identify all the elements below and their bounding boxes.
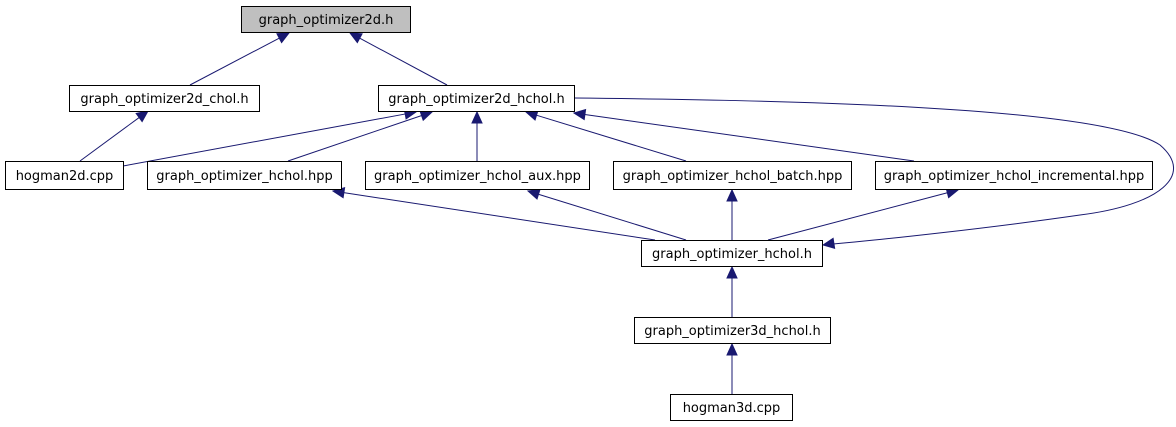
- node-label: graph_optimizer_hchol_aux.hpp: [374, 169, 581, 184]
- edge-n4-to-n2: [287, 110, 434, 162]
- node-box: [378, 85, 575, 112]
- edge-n8-to-n4: [331, 187, 656, 241]
- edge-n3-to-n2: [122, 108, 418, 167]
- node-n3[interactable]: hogman2d.cpp: [5, 161, 124, 190]
- node-box: [5, 161, 124, 190]
- node-box: [365, 161, 590, 190]
- edge-n5-to-n2: [471, 110, 483, 161]
- node-box: [875, 161, 1153, 190]
- edge-n6-to-n2: [524, 109, 687, 162]
- node-box: [69, 85, 260, 112]
- node-box: [634, 317, 831, 344]
- edge-n9-to-n8: [726, 265, 738, 317]
- edge-n8-to-n2: [573, 97, 1174, 249]
- node-box: [670, 394, 793, 421]
- edge-arrowhead: [726, 342, 738, 356]
- node-label: graph_optimizer2d_chol.h: [80, 92, 248, 107]
- edge-line: [342, 192, 656, 241]
- edge-n1-to-n0: [189, 32, 291, 86]
- edge-arrowhead: [726, 265, 738, 279]
- node-label: graph_optimizer2d.h: [259, 13, 394, 28]
- edge-line: [767, 192, 949, 241]
- edge-n8-to-n6: [726, 188, 738, 240]
- node-box: [241, 6, 411, 33]
- node-n5[interactable]: graph_optimizer_hchol_aux.hpp: [365, 161, 590, 190]
- edge-arrowhead: [348, 32, 363, 44]
- node-label: hogman2d.cpp: [16, 169, 114, 184]
- node-n7[interactable]: graph_optimizer_hchol_incremental.hpp: [875, 161, 1153, 190]
- edge-n7-to-n2: [572, 108, 915, 162]
- edge-line: [583, 113, 915, 162]
- edge-line: [122, 113, 407, 167]
- edge-n10-to-n9: [726, 342, 738, 394]
- edge-arrowhead: [821, 237, 836, 249]
- edge-line: [358, 37, 448, 86]
- node-n8[interactable]: graph_optimizer_hchol.h: [641, 240, 823, 267]
- edge-line: [189, 37, 281, 86]
- node-label: graph_optimizer3d_hchol.h: [644, 324, 821, 339]
- edge-line: [537, 193, 687, 241]
- edge-arrowhead: [572, 108, 587, 121]
- edge-arrowhead: [471, 110, 483, 124]
- node-n9[interactable]: graph_optimizer3d_hchol.h: [634, 317, 831, 344]
- edge-n8-to-n5: [526, 188, 687, 241]
- edge-n2-to-n0: [348, 32, 448, 86]
- edge-line: [573, 97, 1174, 246]
- node-box: [641, 240, 823, 267]
- node-n2[interactable]: graph_optimizer2d_hchol.h: [378, 85, 575, 112]
- nodes-layer: graph_optimizer2d.h graph_optimizer2d_cho…: [5, 6, 1153, 421]
- edge-n3-to-n1: [79, 110, 149, 162]
- node-n6[interactable]: graph_optimizer_hchol_batch.hpp: [613, 161, 852, 190]
- edge-arrowhead: [726, 188, 738, 202]
- node-label: graph_optimizer_hchol_batch.hpp: [623, 169, 843, 184]
- node-label: graph_optimizer_hchol.hpp: [156, 169, 332, 184]
- edge-arrowhead: [526, 188, 541, 200]
- edge-arrowhead: [419, 110, 434, 122]
- node-label: graph_optimizer2d_hchol.h: [388, 92, 565, 107]
- node-box: [147, 161, 342, 190]
- node-box: [613, 161, 852, 190]
- edge-line: [79, 116, 141, 162]
- node-label: hogman3d.cpp: [683, 401, 781, 416]
- node-n4[interactable]: graph_optimizer_hchol.hpp: [147, 161, 342, 190]
- edge-n8-to-n7: [767, 187, 960, 241]
- edges-layer: [79, 32, 1174, 394]
- node-label: graph_optimizer_hchol.h: [652, 247, 812, 262]
- node-n1[interactable]: graph_optimizer2d_chol.h: [69, 85, 260, 112]
- edge-line: [287, 114, 423, 162]
- edge-arrowhead: [135, 110, 149, 123]
- node-label: graph_optimizer_hchol_incremental.hpp: [884, 169, 1145, 184]
- node-n10[interactable]: hogman3d.cpp: [670, 394, 793, 421]
- node-n0[interactable]: graph_optimizer2d.h: [241, 6, 411, 33]
- edge-arrowhead: [276, 32, 291, 44]
- edge-line: [535, 114, 687, 162]
